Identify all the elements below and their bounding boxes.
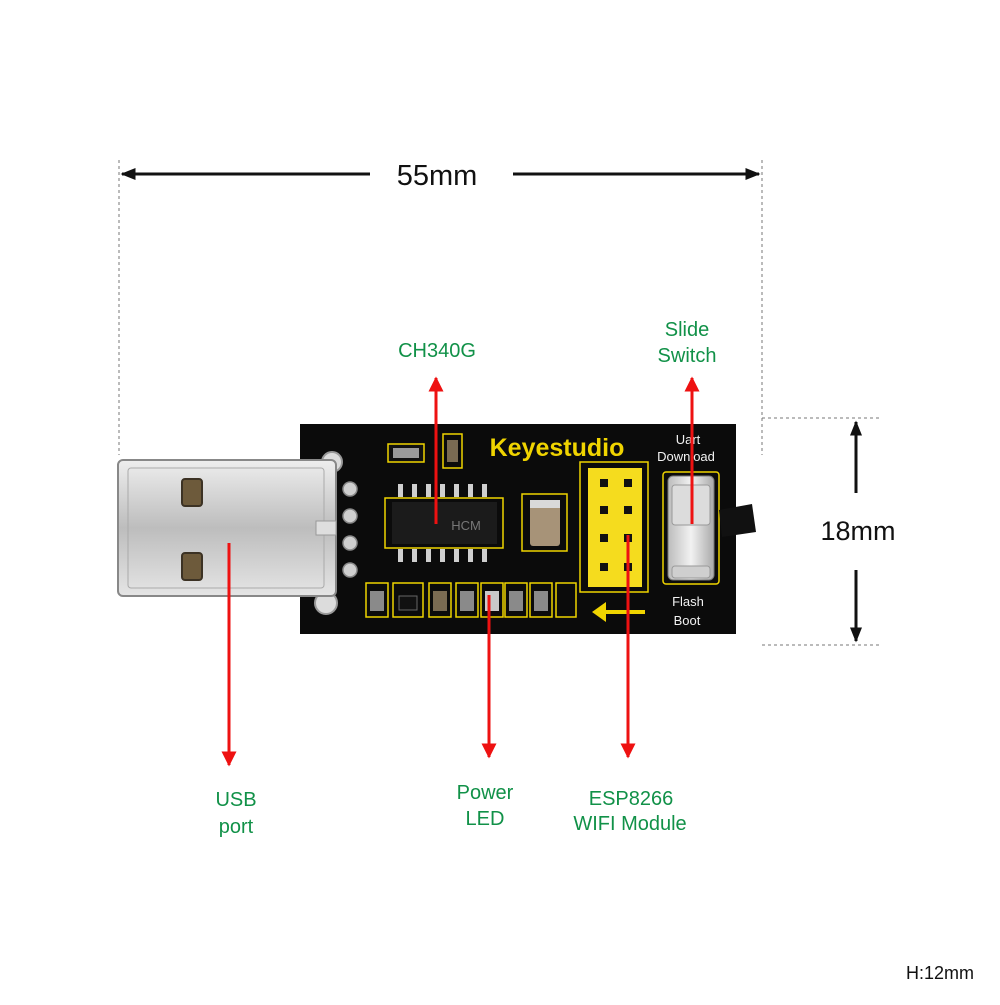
- usb-hole-bottom: [181, 552, 203, 581]
- esp8266-header: [579, 461, 649, 593]
- power-led-label-line1: Power: [457, 782, 514, 804]
- slide-switch[interactable]: [662, 471, 756, 585]
- ch340g-chip: HCM: [384, 484, 504, 562]
- smd-component-row: [365, 582, 577, 618]
- usb-connector: [117, 459, 337, 597]
- usb-port-label-line1: USB: [215, 789, 256, 811]
- width-label: 55mm: [397, 160, 478, 192]
- power-led: [480, 582, 504, 618]
- esp8266-label-line1: ESP8266: [589, 788, 674, 810]
- top-capacitor: [442, 433, 463, 469]
- usb-port-label-line2: port: [219, 816, 254, 838]
- usb-hole-top: [181, 478, 203, 507]
- mode-label-flash: Flash: [672, 594, 704, 609]
- height-dimension: 18mm: [762, 417, 896, 646]
- mode-label-download: Download: [657, 449, 715, 464]
- mode-label-uart: Uart: [676, 432, 701, 447]
- mode-label-boot: Boot: [674, 613, 701, 628]
- power-capacitor: [521, 493, 568, 552]
- height-label: 18mm: [820, 516, 895, 546]
- ch340g-label: CH340G: [398, 340, 476, 362]
- pcb-board: Keyestudio HCM: [300, 424, 756, 634]
- slide-switch-label-line2: Switch: [658, 345, 717, 367]
- chip-marking: HCM: [451, 518, 481, 533]
- callout-arrows: [221, 376, 700, 767]
- width-dimension: 55mm: [118, 160, 763, 455]
- slide-switch-label-line1: Slide: [665, 319, 709, 341]
- brand-label: Keyestudio: [490, 434, 625, 462]
- direction-arrow-silk: [592, 602, 645, 622]
- callout-labels: CH340G Slide Switch USB port Power LED E…: [215, 319, 716, 838]
- thickness-label: H:12mm: [906, 963, 974, 983]
- power-led-label-line2: LED: [466, 808, 505, 830]
- esp8266-label-line2: WIFI Module: [573, 813, 686, 835]
